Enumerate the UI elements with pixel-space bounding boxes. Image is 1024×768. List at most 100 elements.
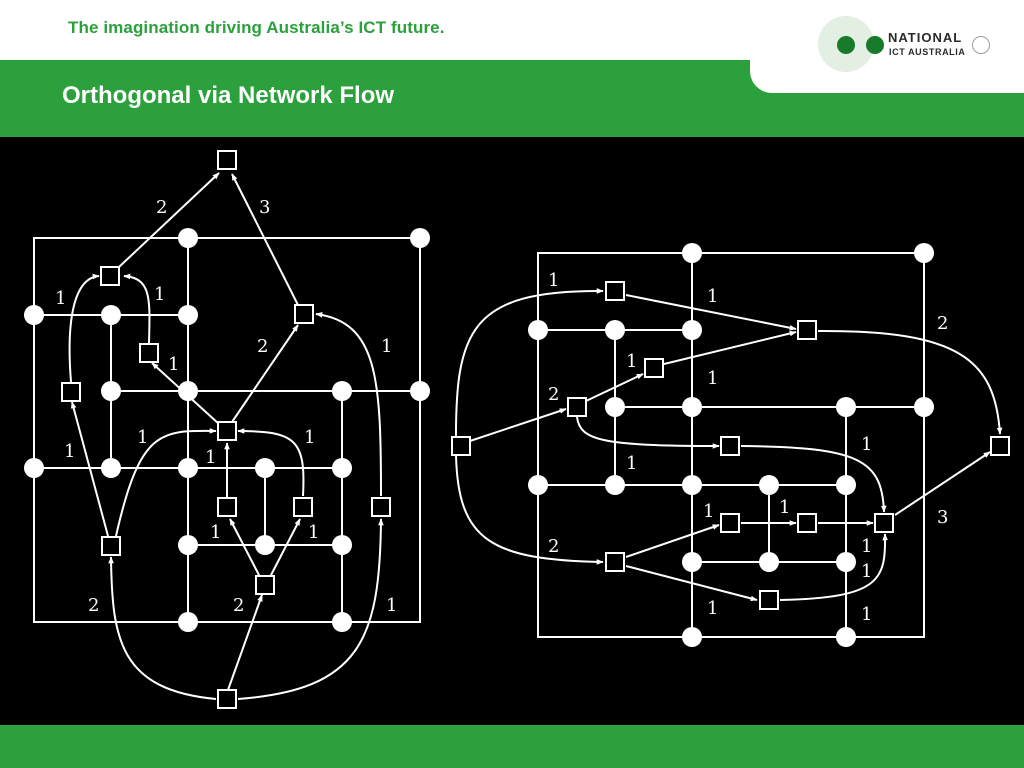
flow-label: 1	[137, 427, 148, 448]
vertex-node	[528, 320, 548, 340]
flow-arrow	[663, 330, 797, 365]
flow-label: 2	[156, 197, 167, 218]
flow-arrow	[229, 518, 261, 578]
box-node	[100, 266, 120, 286]
flow-arrow	[227, 594, 263, 691]
flow-arrow	[68, 273, 100, 383]
flow-label: 1	[861, 604, 872, 625]
flow-arrow	[576, 416, 720, 449]
slide-title: Orthogonal via Network Flow	[62, 82, 395, 109]
vertex-node	[528, 475, 548, 495]
flow-label: 1	[154, 284, 165, 305]
vertex-node	[682, 627, 702, 647]
vertex-node	[836, 475, 856, 495]
right-box-nodes	[451, 281, 1010, 610]
flow-label: 2	[257, 336, 268, 357]
vertex-node	[101, 381, 121, 401]
vertex-node	[836, 627, 856, 647]
flow-label: 2	[548, 536, 559, 557]
diagram-svg: 2 3 1 1 1 2 1 1 1 1 1 1 1 2 2 1	[24, 150, 1010, 709]
flow-arrow	[115, 428, 217, 537]
flow-label: 3	[259, 197, 270, 218]
flow-arrow	[779, 533, 888, 601]
right-vertex-nodes	[528, 243, 934, 647]
box-node	[255, 575, 275, 595]
flow-arrow	[237, 428, 305, 497]
vertex-node	[101, 305, 121, 325]
vertex-node	[332, 458, 352, 478]
logo-text-ict-australia: ICT AUSTRALIA	[889, 47, 966, 57]
vertex-node	[410, 381, 430, 401]
right-flow-arrows	[454, 288, 1003, 602]
flow-label: 1	[707, 368, 718, 389]
flow-label: 1	[707, 598, 718, 619]
flow-arrow	[231, 324, 299, 423]
flow-arrow	[625, 294, 797, 331]
vertex-node	[332, 535, 352, 555]
flow-label: 1	[304, 427, 315, 448]
vertex-node	[178, 535, 198, 555]
vertex-node	[836, 397, 856, 417]
flow-label: 1	[386, 595, 397, 616]
box-node	[797, 320, 817, 340]
vertex-node	[410, 228, 430, 248]
logo-dot-icon	[866, 36, 884, 54]
flow-arrow	[231, 173, 299, 306]
left-box-nodes	[61, 150, 391, 709]
left-vertex-nodes	[24, 228, 430, 632]
vertex-node	[605, 397, 625, 417]
logo-text-national: NATIONAL	[888, 30, 963, 45]
diagram-area: 2 3 1 1 1 2 1 1 1 1 1 1 1 2 2 1	[0, 137, 1024, 725]
vertex-node	[24, 305, 44, 325]
flow-label: 1	[381, 336, 392, 357]
box-node	[293, 497, 313, 517]
flow-label: 1	[703, 501, 714, 522]
flow-arrow	[118, 172, 220, 268]
flow-label: 1	[55, 288, 66, 309]
box-node	[605, 552, 625, 572]
flow-arrow	[455, 454, 604, 565]
flow-arrow	[151, 362, 220, 425]
box-node	[797, 513, 817, 533]
flow-arrow	[315, 312, 382, 497]
left-grid-line	[33, 237, 421, 623]
vertex-node	[178, 381, 198, 401]
flow-label: 2	[233, 595, 244, 616]
vertex-node	[178, 305, 198, 325]
box-node	[567, 397, 587, 417]
vertex-node	[255, 458, 275, 478]
right-grid-line	[537, 252, 925, 638]
vertex-node	[332, 381, 352, 401]
box-node	[371, 497, 391, 517]
flow-arrow	[625, 565, 758, 602]
logo-dot-icon	[837, 36, 855, 54]
flow-label: 1	[64, 441, 75, 462]
box-node	[759, 590, 779, 610]
footer-band	[0, 725, 1024, 768]
vertex-node	[178, 458, 198, 478]
flow-label: 2	[88, 595, 99, 616]
vertex-node	[759, 475, 779, 495]
box-node	[720, 513, 740, 533]
flow-arrow	[108, 556, 217, 700]
flow-label: 2	[937, 313, 948, 334]
vertex-node	[255, 535, 275, 555]
left-flow-arrows	[68, 172, 384, 700]
box-node	[217, 421, 237, 441]
flow-arrow	[817, 329, 1003, 435]
vertex-node	[332, 612, 352, 632]
flow-label: 1	[308, 522, 319, 543]
box-node	[644, 358, 664, 378]
flow-label: 1	[626, 453, 637, 474]
vertex-node	[682, 243, 702, 263]
right-flow-labels: 1 1 2 1 1 2 1 1 1 1 1 3 2 1 1 1	[548, 270, 948, 625]
vertex-node	[682, 552, 702, 572]
flow-arrow	[625, 524, 720, 558]
flow-arrow	[740, 445, 887, 513]
logo-dot-outline-icon	[972, 36, 990, 54]
vertex-node	[101, 458, 121, 478]
box-node	[139, 343, 159, 363]
flow-arrow	[454, 288, 604, 446]
flow-arrow	[70, 401, 109, 537]
vertex-node	[178, 612, 198, 632]
